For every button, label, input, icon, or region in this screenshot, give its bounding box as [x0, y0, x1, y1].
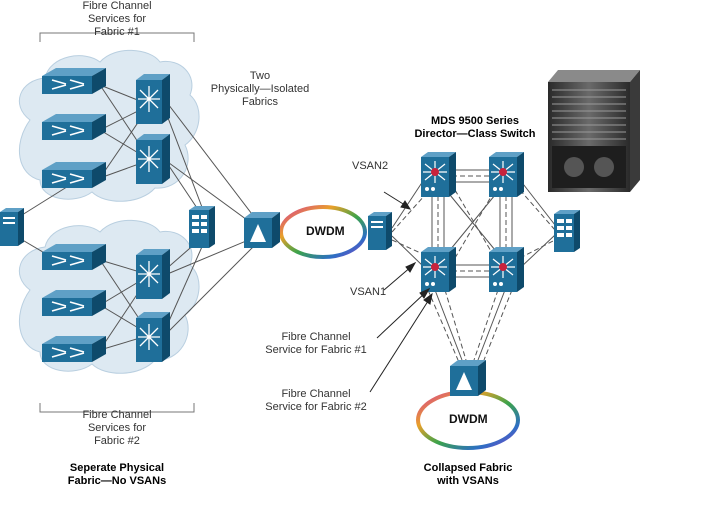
dwdm-right-label: DWDM — [449, 412, 488, 426]
director-switch-icon — [135, 311, 171, 363]
mds-switch-icon — [488, 246, 525, 293]
vsan1-label: VSAN1 — [350, 286, 387, 298]
fabric-switch-icon — [41, 335, 107, 363]
fabric2-bracket — [39, 403, 195, 413]
director-switch-icon — [135, 73, 171, 125]
mds-chassis-icon — [548, 70, 640, 192]
dwdm-box-icon — [244, 212, 280, 248]
fc-services-fabric2-label: Fibre Channel Services for Fabric #2 — [82, 409, 152, 447]
mds-series-label: MDS 9500 Series Director—Class Switch — [414, 115, 536, 140]
storage-array-icon — [189, 206, 215, 248]
fabric-switch-icon — [41, 67, 107, 95]
director-switch-icon — [135, 133, 171, 185]
dwdm-left-label: DWDM — [306, 224, 345, 238]
fc-service-fabric2-label: Fibre Channel Service for Fabric #2 — [265, 388, 367, 413]
vsan-links — [391, 169, 556, 361]
vsan2-label: VSAN2 — [352, 160, 389, 172]
fabric-switch-icon — [41, 289, 107, 317]
fc-services-fabric1-label: Fibre Channel Services for Fabric #1 — [82, 0, 152, 38]
director-switch-icon — [135, 248, 171, 300]
fabric1-bracket — [39, 32, 195, 42]
separate-physical-fabric-title: Seperate Physical Fabric—No VSANs — [67, 462, 167, 487]
storage-array-icon — [554, 210, 580, 252]
two-isolated-fabrics-label: Two Physically—Isolated Fabrics — [210, 70, 310, 108]
fabric-switch-icon — [41, 161, 107, 189]
mds-switch-icon — [420, 246, 457, 293]
dwdm-ring-icon — [279, 205, 367, 259]
mds-switch-icon — [488, 151, 525, 198]
vsan-dashed-links — [391, 175, 556, 361]
server-icon — [0, 208, 24, 246]
fabric-switch-icon — [41, 113, 107, 141]
mds-switch-icon — [420, 151, 457, 198]
server-icon — [368, 212, 392, 250]
pointer-arrows — [369, 191, 433, 393]
fabric-switch-icon — [41, 243, 107, 271]
dwdm-box-icon — [450, 360, 486, 396]
fc-service-fabric1-label: Fibre Channel Service for Fabric #1 — [265, 331, 367, 356]
collapsed-fabric-title: Collapsed Fabric with VSANs — [423, 462, 513, 487]
